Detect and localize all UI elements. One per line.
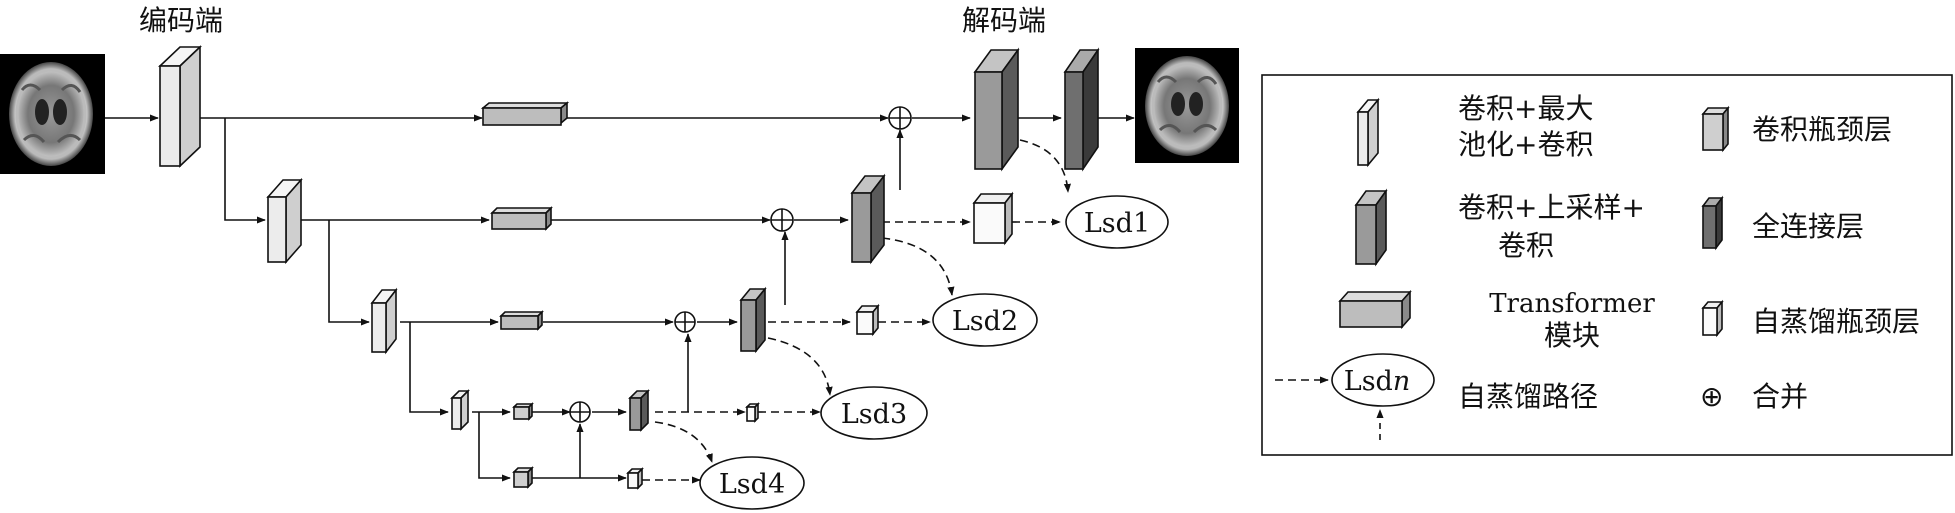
- conv-bottleneck-small-2: [512, 466, 534, 489]
- transformer-block-3: [499, 310, 544, 331]
- loss-node-1: Lsd1: [1065, 195, 1169, 249]
- transformer-block-2: [490, 206, 553, 231]
- loss-node-3: Lsd3: [820, 386, 928, 440]
- legend-self-distill-path: 自蒸馏路径: [1458, 380, 1598, 413]
- merge-3: [674, 311, 696, 333]
- encoder-block-3: [370, 287, 398, 355]
- legend-icon-transformer: [1338, 289, 1412, 330]
- legend-icon-conv-upsample: [1354, 188, 1388, 267]
- merge-1: [888, 106, 912, 130]
- legend-icon-distill-bottleneck: [1701, 299, 1724, 338]
- loss-node-2: Lsd2: [932, 293, 1038, 347]
- transformer-block-1: [480, 101, 570, 126]
- legend-loss-ellipse: [1331, 353, 1435, 407]
- encoder-block-1: [157, 45, 203, 168]
- legend-conv-upsample-line2: 卷积: [1498, 229, 1554, 262]
- legend-merge-symbol: ⊕: [1700, 380, 1723, 413]
- fully-connected-block: [1063, 47, 1100, 172]
- legend: 卷积+最大 池化+卷积 卷积瓶颈层 卷积+上采样+ 卷积 全连接层 Transf…: [1261, 74, 1953, 456]
- input-brain-image: [0, 54, 105, 174]
- legend-loss-text: Lsdn: [1344, 366, 1410, 397]
- conv-bottleneck-small-1: [512, 402, 534, 421]
- encoder-label: 编码端: [139, 4, 223, 37]
- svg-text:Lsd1: Lsd1: [1084, 208, 1150, 239]
- decoder-block-4: [628, 389, 650, 432]
- self-distillation-paths: [642, 139, 1072, 484]
- legend-icon-conv-pool: [1356, 97, 1380, 168]
- legend-conv-pool-line2: 池化+卷积: [1458, 128, 1593, 161]
- svg-text:Lsd3: Lsd3: [841, 399, 907, 430]
- decoder-block-3: [739, 286, 767, 354]
- merge-4: [569, 401, 591, 423]
- legend-transformer-line2: 模块: [1544, 319, 1600, 352]
- legend-conv-bottleneck: 卷积瓶颈层: [1752, 113, 1892, 146]
- svg-text:Lsd4: Lsd4: [719, 469, 785, 500]
- encoder-block-4: [450, 389, 470, 431]
- decoder-label: 解码端: [962, 4, 1046, 37]
- distill-bottleneck-3: [745, 402, 760, 423]
- legend-merge: 合并: [1752, 380, 1808, 413]
- decoder-block-2: [850, 173, 886, 265]
- legend-conv-upsample-line1: 卷积+上采样+: [1458, 191, 1645, 224]
- loss-node-4: Lsd4: [699, 456, 805, 510]
- distill-bottleneck-2: [855, 303, 880, 337]
- legend-icon-conv-bottleneck: [1701, 105, 1730, 153]
- blocks: [157, 45, 1100, 490]
- legend-transformer-line1: Transformer: [1489, 289, 1655, 319]
- legend-icon-fully-connected: [1701, 195, 1724, 251]
- legend-distill-bottleneck: 自蒸馏瓶颈层: [1752, 305, 1920, 338]
- connections: [105, 114, 1135, 482]
- output-brain-image: [1135, 48, 1239, 163]
- svg-text:Lsd2: Lsd2: [952, 306, 1018, 337]
- legend-fully-connected: 全连接层: [1752, 210, 1864, 243]
- distill-bottleneck-4: [626, 467, 644, 490]
- legend-conv-pool-line1: 卷积+最大: [1458, 92, 1593, 125]
- merge-2: [770, 208, 794, 232]
- distill-bottleneck-1: [972, 191, 1014, 246]
- decoder-block-1: [973, 47, 1020, 172]
- encoder-block-2: [266, 177, 303, 265]
